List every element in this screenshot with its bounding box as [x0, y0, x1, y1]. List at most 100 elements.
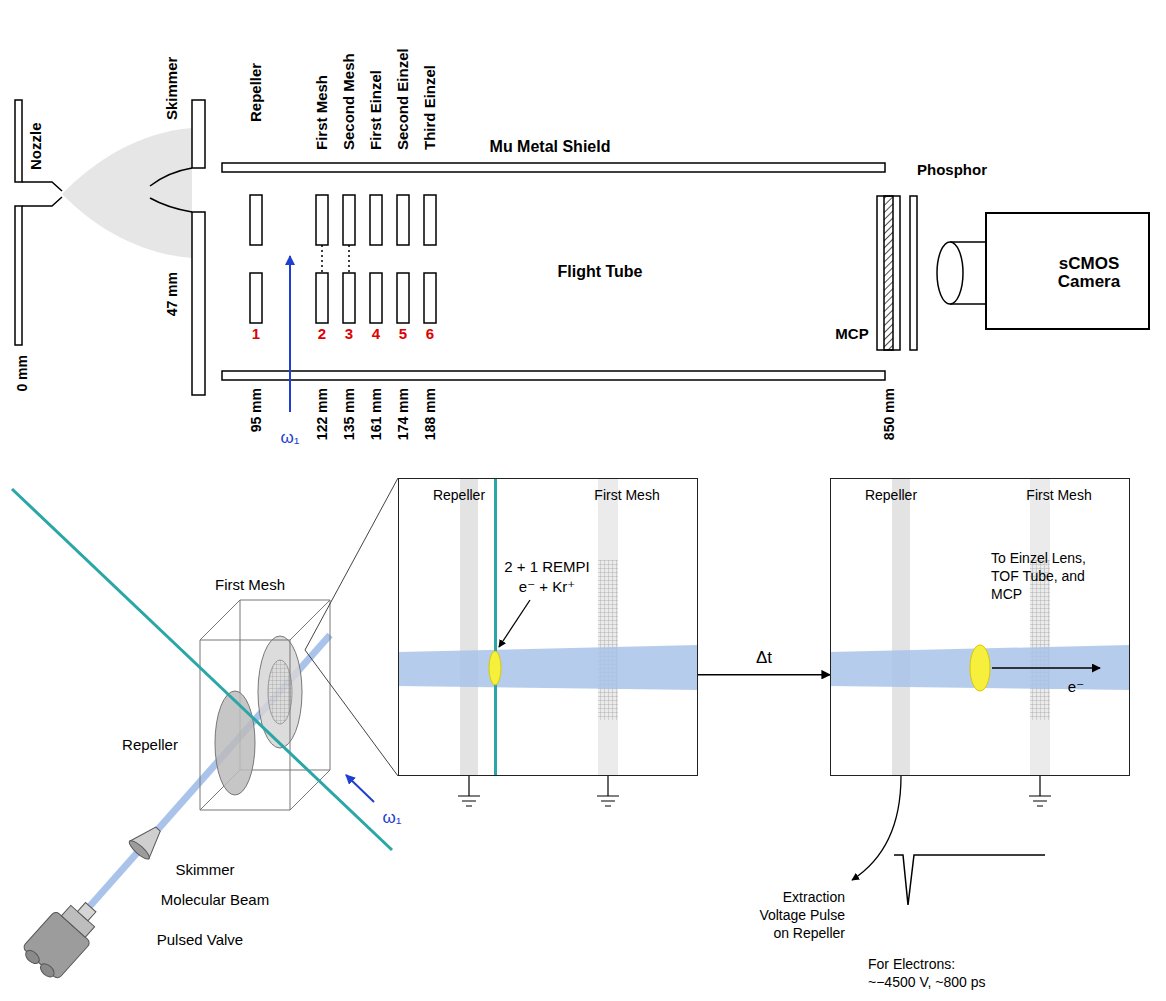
- voltage-pulse: [894, 855, 1045, 905]
- electrode-label: Repeller: [433, 486, 485, 504]
- edge-label: Δt: [754, 649, 774, 667]
- part-label: Mu Metal Shield: [490, 138, 611, 156]
- skimmer-plate: [192, 100, 205, 168]
- callout-number: 6: [426, 325, 434, 343]
- electrode-plate: [397, 273, 409, 323]
- part-label: Molecular Beam: [161, 891, 269, 909]
- laser-sheet: [494, 478, 497, 776]
- panel-a-art: [398, 478, 698, 806]
- molecular-beam: [398, 645, 698, 690]
- electrode-plate: [424, 195, 436, 245]
- callout-number: 2: [318, 325, 326, 343]
- dimension-label: 0 mm: [13, 355, 31, 392]
- part-label: Pulsed Valve: [157, 931, 243, 949]
- ground-symbol: [1029, 776, 1051, 806]
- part-label: Nozzle: [27, 122, 45, 170]
- electrode-label: First Mesh: [594, 486, 659, 504]
- callout-number: 4: [372, 325, 380, 343]
- electrode-label: First Einzel: [367, 70, 385, 150]
- mesh-band: [1030, 478, 1050, 776]
- electrode-plate: [424, 273, 436, 323]
- ground-symbol: [597, 776, 619, 806]
- dimension-label: 850 mm: [880, 388, 898, 440]
- phosphor-screen: [910, 196, 917, 350]
- chamber-back: [200, 600, 330, 810]
- electrode-label: First Mesh: [313, 75, 331, 150]
- dimension-label: 188 mm: [421, 388, 439, 440]
- electron-cloud: [970, 645, 990, 691]
- part-label: Skimmer: [175, 861, 234, 879]
- gas-expansion: [62, 128, 192, 258]
- electrode-plate: [397, 195, 409, 245]
- leader-arrow: [852, 776, 901, 880]
- destination-label: To Einzel Lens, TOF Tube, and MCP: [991, 549, 1091, 603]
- nozzle-channel: [22, 182, 62, 206]
- skimmer-cone-3d: [127, 820, 168, 861]
- dimension-label: 161 mm: [367, 388, 385, 440]
- electrode-plate: [370, 273, 382, 323]
- electrode-label: First Mesh: [1026, 486, 1091, 504]
- lens-face: [937, 242, 963, 304]
- repeller-disc: [215, 691, 255, 795]
- dimension-label: 122 mm: [313, 388, 331, 440]
- callout-number: 5: [399, 325, 407, 343]
- part-label: Skimmer: [163, 57, 181, 120]
- electrode-plate: [316, 195, 328, 245]
- dimension-label: 95 mm: [247, 388, 265, 432]
- chamber-front: [200, 640, 290, 810]
- electrode-label: Repeller: [865, 486, 917, 504]
- ionization-volume: [489, 651, 501, 685]
- skimmer-cone: [150, 168, 192, 212]
- apparatus-3d: [12, 478, 398, 983]
- skimmer-body: [130, 820, 168, 858]
- laser-label: ω₁: [382, 809, 401, 827]
- part-label: Phosphor: [917, 161, 987, 179]
- electrode-label: Repeller: [247, 63, 265, 122]
- electrode-plate: [250, 273, 262, 323]
- pulse-spec: For Electrons: ~−4500 V, ~800 ps: [868, 955, 1003, 991]
- valve-connector: [38, 961, 57, 979]
- part-label: Flight Tube: [557, 263, 642, 281]
- time-step-arrow: [698, 674, 830, 676]
- dimension-label: 47 mm: [163, 272, 181, 316]
- zoom-line: [305, 478, 398, 776]
- electrode-plate: [316, 273, 328, 323]
- nozzle-plate: [15, 206, 22, 345]
- process-label: 2 + 1 REMPI: [504, 558, 589, 576]
- pulsed-valve: [19, 891, 109, 983]
- dimension-label: 174 mm: [394, 388, 412, 440]
- zoom-panel: Repeller First Mesh 2 + 1 REMPI e⁻ + Kr⁺: [398, 478, 698, 776]
- mesh-band: [598, 478, 618, 776]
- valve-nozzle: [78, 903, 96, 921]
- mesh-grid: [598, 560, 618, 720]
- callout-number: 3: [345, 325, 353, 343]
- part-label: MCP: [835, 325, 868, 343]
- camera-label: sCMOS Camera: [1039, 255, 1139, 291]
- electrode-plate: [343, 273, 355, 323]
- laser-arrow: [346, 775, 374, 802]
- nozzle: [15, 100, 62, 345]
- mu-metal-shield: [222, 163, 885, 380]
- mesh-grid: [322, 245, 349, 273]
- electrode-plate: [343, 195, 355, 245]
- nozzle-plate: [15, 100, 22, 182]
- repeller-band: [460, 478, 478, 776]
- electrode-plate: [250, 195, 262, 245]
- panel-b-art: [830, 478, 1130, 905]
- shield-wall: [222, 163, 885, 172]
- electrode-plate: [370, 195, 382, 245]
- ground-symbol: [458, 776, 480, 806]
- pulse-label: Extraction Voltage Pulse on Repeller: [745, 888, 845, 942]
- skimmer: [150, 100, 205, 395]
- camera-lens: [937, 242, 985, 304]
- zoom-panel: Repeller First Mesh To Einzel Lens, TOF Tu…: [830, 478, 1130, 776]
- mesh-disc: [258, 636, 302, 748]
- electrode-label: Second Einzel: [394, 48, 412, 150]
- callout-number: 1: [252, 325, 260, 343]
- electron-label: e⁻: [1068, 678, 1084, 696]
- dimension-label: 135 mm: [340, 388, 358, 440]
- electrode-label: Third Einzel: [421, 65, 439, 150]
- mesh-grid-3d: [268, 660, 292, 724]
- product-label: e⁻ + Kr⁺: [519, 578, 575, 596]
